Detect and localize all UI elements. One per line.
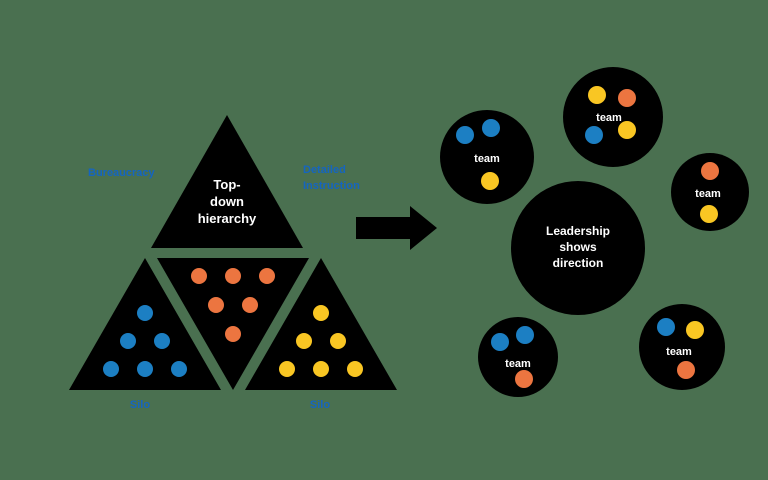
team-label: team: [666, 346, 692, 358]
label-silo-right: Silo: [310, 399, 330, 411]
yellow-dot: [296, 333, 312, 349]
yellow-dot: [618, 121, 636, 139]
label-silo-left: Silo: [130, 399, 150, 411]
yellow-dot: [588, 86, 606, 104]
leadership-label-line-3: direction: [553, 256, 604, 270]
team-node-left: team: [440, 110, 534, 204]
yellow-dot: [279, 361, 295, 377]
leadership-label-line-1: Leadership: [546, 224, 610, 238]
blue-dot: [137, 361, 153, 377]
hierarchy-pyramid: Top- down hierarchy: [69, 115, 397, 411]
team-circle: [671, 153, 749, 231]
leadership-circle: [511, 181, 645, 315]
yellow-dot: [347, 361, 363, 377]
yellow-dot: [330, 333, 346, 349]
top-triangle-label-line-3: hierarchy: [198, 211, 257, 226]
yellow-dot: [686, 321, 704, 339]
team-node-bottom-right: team: [639, 304, 725, 390]
orange-dot: [701, 162, 719, 180]
orange-dot: [191, 268, 207, 284]
orange-dot: [515, 370, 533, 388]
team-label: team: [596, 112, 622, 124]
orange-dot: [618, 89, 636, 107]
yellow-dot: [313, 361, 329, 377]
yellow-dot: [700, 205, 718, 223]
yellow-silo-triangle: [245, 258, 397, 390]
blue-dot: [171, 361, 187, 377]
orange-dot: [677, 361, 695, 379]
blue-dot: [137, 305, 153, 321]
blue-dot: [154, 333, 170, 349]
top-down-hierarchy-triangle: [151, 115, 303, 248]
label-bureaucracy: Bureaucracy: [88, 167, 156, 179]
orange-dot: [259, 268, 275, 284]
yellow-dot: [481, 172, 499, 190]
blue-dot: [657, 318, 675, 336]
arrow-icon: [356, 206, 437, 250]
blue-dot: [456, 126, 474, 144]
orange-dot: [225, 268, 241, 284]
transformation-arrow: [356, 206, 437, 250]
label-detailed-instruction-line-1: Detailed: [303, 164, 346, 176]
yellow-dot: [313, 305, 329, 321]
blue-dot: [585, 126, 603, 144]
blue-dot: [491, 333, 509, 351]
label-detailed-instruction-line-2: Instruction: [303, 180, 360, 192]
team-label: team: [474, 153, 500, 165]
team-circle: [563, 67, 663, 167]
team-label: team: [505, 358, 531, 370]
team-node-top: team: [563, 67, 663, 167]
top-triangle-label-line-2: down: [210, 194, 244, 209]
team-label: team: [695, 188, 721, 200]
team-node-right: team: [671, 153, 749, 231]
network-of-teams: Leadership shows direction team team: [440, 67, 749, 397]
top-triangle-label-line-1: Top-: [213, 177, 240, 192]
blue-silo-triangle: [69, 258, 221, 390]
orange-dot: [208, 297, 224, 313]
blue-dot: [516, 326, 534, 344]
blue-dot: [103, 361, 119, 377]
blue-dot: [120, 333, 136, 349]
team-node-bottom-left: team: [478, 317, 558, 397]
blue-dot: [482, 119, 500, 137]
orange-dot: [225, 326, 241, 342]
orange-dot: [242, 297, 258, 313]
leadership-label-line-2: shows: [559, 240, 597, 254]
orange-inverted-triangle: [157, 258, 309, 390]
